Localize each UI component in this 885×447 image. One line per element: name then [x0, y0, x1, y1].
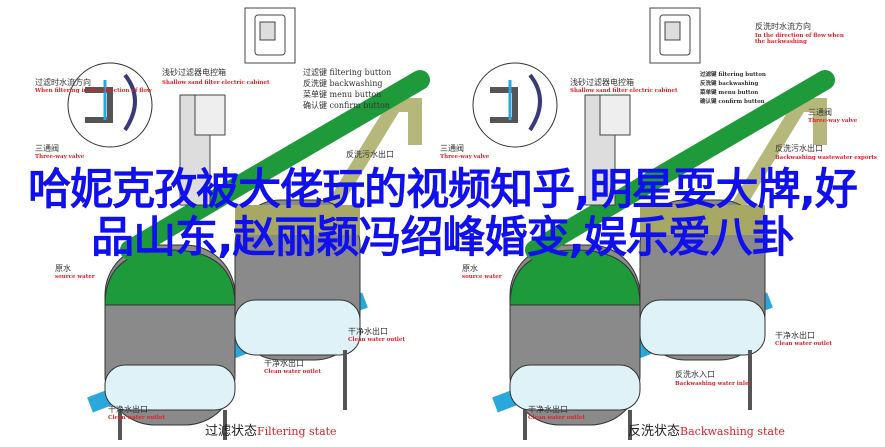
button-label: 菜单键 menu button: [700, 90, 759, 96]
drain-label-en: Backwashing wastewater exports: [775, 155, 878, 161]
valve-label-en: Three-way valve: [808, 118, 858, 124]
valve-label-cn: 三通阀: [440, 144, 464, 153]
outlet-label-cn: 干净水出口: [348, 327, 388, 336]
flow-label-en: In the direction of flow when the backwa…: [755, 33, 844, 45]
cabinet-label-cn: 浅砂过滤器电控箱: [162, 68, 226, 77]
button-label: 过滤键 filtering button: [303, 68, 392, 77]
button-label: 确认键 confirm button: [303, 101, 390, 110]
outlet-label-en: Clean water outlet: [775, 341, 832, 347]
state-en: Filtering state: [257, 425, 337, 438]
valve-label-en: Three-way valve: [440, 154, 490, 160]
valve-label-cn: 三通阀: [35, 144, 59, 153]
source-label-en: source water: [55, 274, 95, 280]
cabinet-label-en: Shallow sand filter electric cabinet: [570, 88, 678, 94]
backwashing-state-caption: 反洗状态Backwashing state: [628, 420, 785, 439]
button-label: 反洗键 backwashing: [700, 81, 759, 87]
valve-label-en: Three-way valve: [35, 154, 85, 160]
drain-label-cn: 反洗污水出口: [775, 144, 823, 153]
button-label: 过滤键 filtering button: [700, 72, 766, 78]
outlet-label-cn: 干净水出口: [264, 359, 304, 368]
source-label-cn: 原水: [55, 264, 71, 273]
outlet-label-cn: 干净水出口: [528, 405, 568, 414]
inlet-label-cn: 反洗水入口: [675, 370, 715, 379]
outlet-label-en: Clean water outlet: [348, 337, 405, 343]
source-label-en: source water: [462, 274, 502, 280]
overlay-title: 哈妮克孜被大佬玩的视频知乎,明星耍大牌,好品山东,赵丽颖冯绍峰婚变,娱乐爱八卦: [28, 165, 858, 263]
cabinet-label-cn: 浅砂过滤器电控箱: [570, 78, 634, 87]
valve-label-cn: 三通阀: [808, 108, 832, 117]
outlet-label-en: Clean water outlet: [528, 415, 585, 421]
outlet-label-en: Clean water outlet: [108, 415, 165, 421]
flow-label-en: When filtering in the direction of flow: [35, 88, 152, 94]
drain-label-cn: 反洗污水出口: [346, 150, 394, 159]
button-label: 反洗键 backwashing: [303, 79, 383, 88]
filtering-state-caption: 过滤状态Filtering state: [205, 420, 337, 439]
state-cn: 过滤状态: [205, 424, 258, 439]
button-label: 菜单键 menu button: [303, 90, 382, 99]
state-en: Backwashing state: [680, 425, 785, 438]
outlet-label-cn: 干净水出口: [108, 405, 148, 414]
outlet-label-en: Clean water outlet: [264, 369, 321, 375]
flow-label-cn: 过滤时水流方向: [35, 78, 91, 87]
inlet-label-en: Backwashing water inlet: [675, 381, 751, 387]
button-label: 确认键 confirm button: [700, 99, 765, 105]
cabinet-label-en: Shallow sand filter electric cabinet: [162, 80, 270, 86]
source-label-cn: 原水: [462, 264, 478, 273]
flow-label-cn: 反洗时水流方向: [755, 22, 811, 31]
outlet-label-cn: 干净水出口: [775, 331, 815, 340]
state-cn: 反洗状态: [628, 424, 681, 439]
